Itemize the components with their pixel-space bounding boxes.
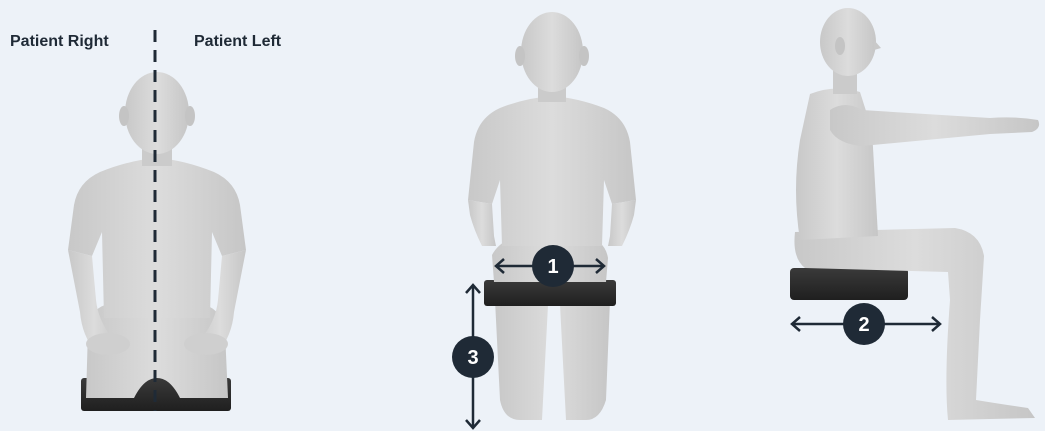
side-ear <box>835 37 845 55</box>
side-head <box>820 8 876 76</box>
back-head <box>521 12 583 92</box>
measurement-1-number: 1 <box>547 256 558 278</box>
side-view-figure <box>790 8 1039 420</box>
measurement-2-badge: 2 <box>843 303 885 345</box>
measurement-2-number: 2 <box>858 314 869 336</box>
front-left-hand <box>184 333 228 355</box>
front-head <box>125 72 189 154</box>
measurement-1-badge: 1 <box>532 245 574 287</box>
back-left-arm <box>608 200 636 246</box>
side-cushion <box>790 268 908 300</box>
front-left-ear <box>185 106 195 126</box>
back-right-arm <box>468 200 496 246</box>
front-right-hand <box>86 333 130 355</box>
back-left-ear <box>579 46 589 66</box>
side-nose <box>874 40 881 50</box>
back-right-ear <box>515 46 525 66</box>
side-arm <box>830 105 1039 146</box>
front-view-figure <box>68 72 246 411</box>
measurement-3-number: 3 <box>467 347 478 369</box>
measurement-3-badge: 3 <box>452 336 494 378</box>
back-legs <box>495 300 610 420</box>
front-right-ear <box>119 106 129 126</box>
